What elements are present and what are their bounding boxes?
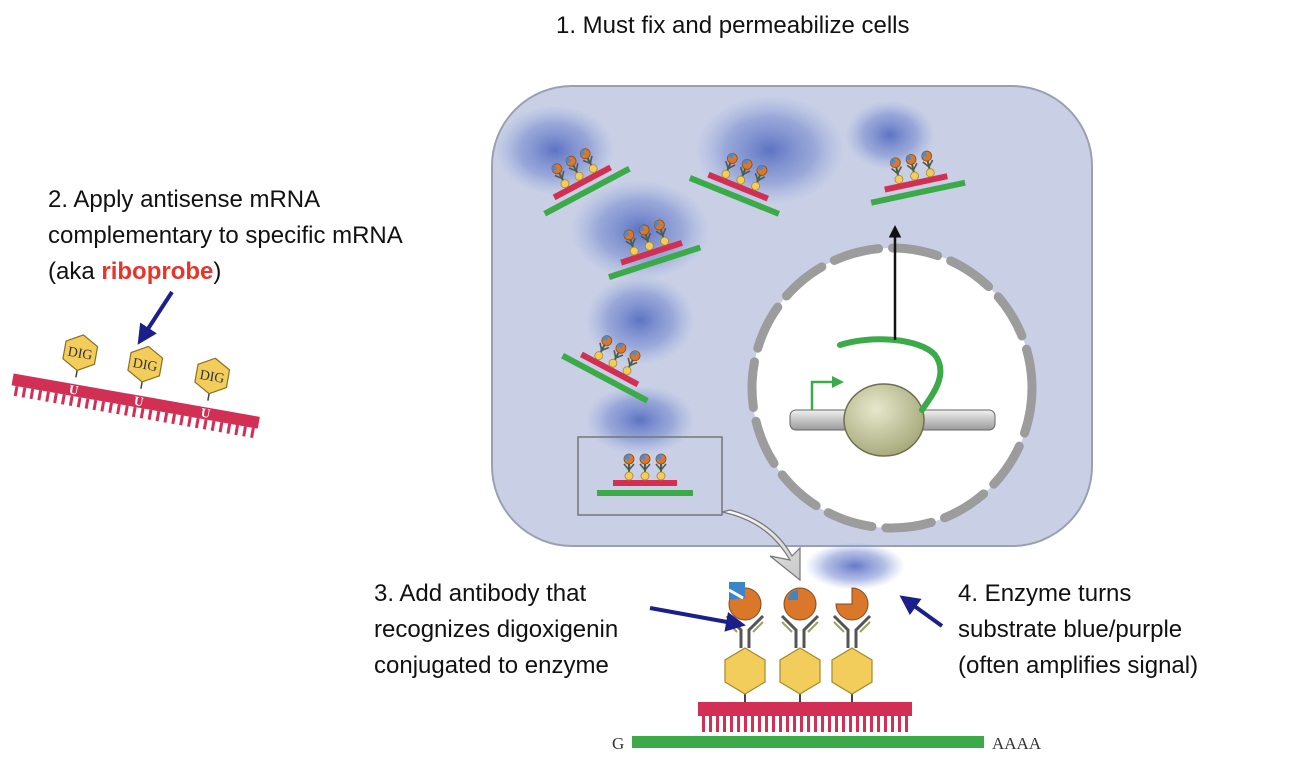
riboprobe-illustration: DIG U DIG U DIG U	[11, 334, 260, 439]
dig-label-1: DIG U	[62, 334, 99, 398]
svg-text:U: U	[200, 405, 212, 422]
antibody-arrow	[649, 606, 746, 632]
svg-text:DIG: DIG	[131, 356, 158, 375]
step4-line2: substrate blue/purple	[958, 616, 1183, 643]
svg-text:U: U	[68, 381, 80, 398]
antibody-unit-1	[724, 582, 766, 702]
step2-line3: (aka riboprobe)	[48, 254, 403, 290]
step4-line1: 4. Enzyme turns	[958, 580, 1132, 607]
step2-text: 2. Apply antisense mRNA complementary to…	[48, 182, 403, 290]
step3-line1: 3. Add antibody that	[374, 580, 587, 607]
step3-line3: conjugated to enzyme	[374, 652, 609, 679]
step2-line1: 2. Apply antisense mRNA	[48, 186, 321, 213]
enzyme-arrow	[899, 595, 944, 628]
riboprobe-arrow	[137, 290, 174, 345]
svg-text:DIG: DIG	[198, 368, 225, 387]
riboprobe-highlight: riboprobe	[101, 258, 214, 285]
step3-line2: recognizes digoxigenin	[374, 616, 619, 643]
nucleus	[747, 243, 1037, 533]
svg-text:DIG: DIG	[66, 345, 93, 364]
probe-teeth	[13, 385, 255, 439]
svg-text:U: U	[133, 393, 145, 410]
step4-line3: (often amplifies signal)	[958, 652, 1199, 679]
step4-text: 4. Enzyme turns substrate blue/purple (o…	[958, 576, 1198, 684]
step3-text: 3. Add antibody that recognizes digoxige…	[374, 576, 618, 684]
step2-line2: complementary to specific mRNA	[48, 222, 403, 249]
dig-label-2: DIG U	[127, 345, 164, 410]
detail-complex: G AAAA	[612, 542, 1042, 753]
step1-title: 1. Must fix and permeabilize cells	[556, 12, 910, 39]
dig-label-3: DIG U	[194, 357, 231, 422]
strand-label-aaaa: AAAA	[992, 734, 1042, 753]
step2-line3-prefix: (aka	[48, 258, 102, 285]
antibody-unit-2	[779, 587, 821, 702]
strand-label-g: G	[612, 734, 624, 753]
zoom-box	[577, 436, 723, 516]
antibody-unit-3	[831, 587, 873, 702]
zoom-arrow	[721, 509, 801, 582]
probe-comb	[702, 716, 908, 732]
step2-line3-suffix: )	[213, 258, 222, 285]
